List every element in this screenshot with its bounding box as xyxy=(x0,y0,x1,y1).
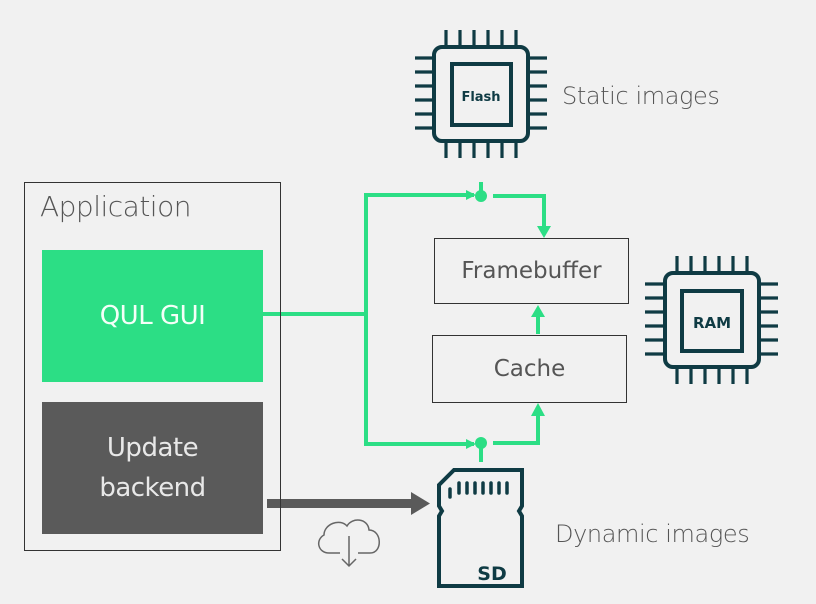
cache-box: Cache xyxy=(432,335,627,403)
sd-to-cache-line xyxy=(493,412,540,445)
cache-label: Cache xyxy=(493,356,566,382)
application-container xyxy=(24,182,281,551)
line-to-sd-junction xyxy=(364,314,476,449)
flash-chip-icon xyxy=(415,30,547,158)
sd-junction-dot xyxy=(475,437,487,449)
flash-junction-dot xyxy=(475,190,487,202)
cloud-download-icon xyxy=(317,519,380,568)
dynamic-images-label: Dynamic images xyxy=(555,520,750,548)
flash-to-framebuffer-line xyxy=(493,194,546,230)
ram-chip-icon xyxy=(645,256,778,384)
backend-to-sd-arrow xyxy=(267,492,430,515)
ram-chip-label: RAM xyxy=(693,314,731,332)
sd-card-label: SD xyxy=(477,563,506,585)
arrowheads xyxy=(531,226,551,416)
update-backend-block: Update backend xyxy=(42,402,263,534)
update-backend-label-line1: Update xyxy=(106,433,199,463)
qul-gui-label: QUL GUI xyxy=(99,301,206,331)
arrow-cache-to-framebuffer xyxy=(531,305,545,317)
update-backend-label-line2: backend xyxy=(99,473,206,503)
application-title: Application xyxy=(40,190,191,223)
sd-card-icon xyxy=(437,468,524,588)
flash-chip-label: Flash xyxy=(461,90,500,105)
static-images-label: Static images xyxy=(562,82,720,110)
framebuffer-box: Framebuffer xyxy=(434,238,629,304)
line-to-flash-junction xyxy=(364,190,476,314)
arrow-into-framebuffer xyxy=(537,226,551,238)
gui-connector-lines xyxy=(263,182,546,462)
qul-gui-block: QUL GUI xyxy=(42,250,263,382)
framebuffer-label: Framebuffer xyxy=(461,258,602,284)
arrow-into-cache xyxy=(531,403,545,416)
